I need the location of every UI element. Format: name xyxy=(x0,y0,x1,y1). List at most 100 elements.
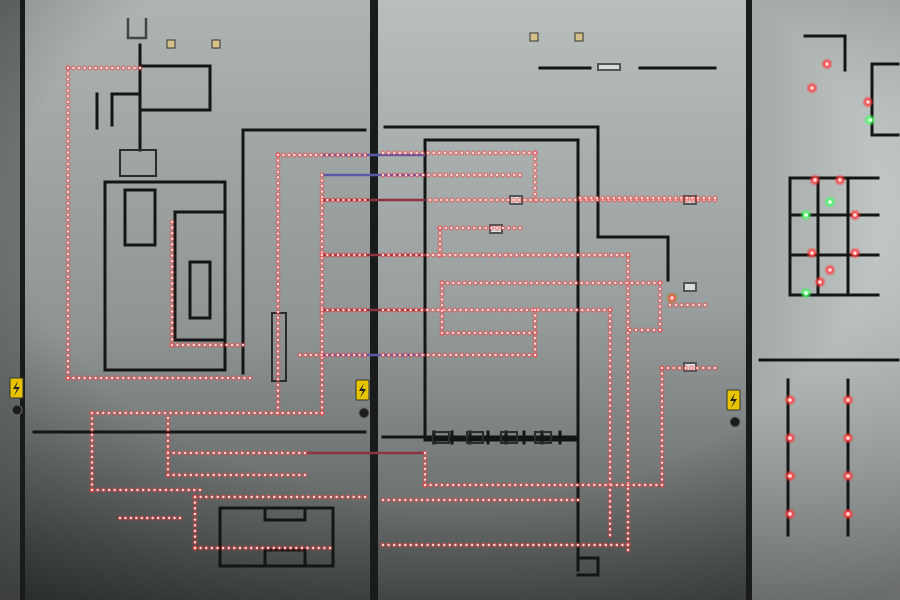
led-dot xyxy=(612,196,615,200)
led-dot xyxy=(504,253,507,257)
led-dot xyxy=(320,201,324,204)
led-dot xyxy=(283,546,287,550)
led-dot xyxy=(141,411,144,415)
led-dot xyxy=(467,198,471,202)
led-dot xyxy=(398,353,402,357)
led-dot xyxy=(443,543,446,547)
led-dot xyxy=(487,543,490,547)
led-dot xyxy=(495,173,499,177)
led-dot xyxy=(403,308,407,312)
lightning-warning-icon xyxy=(9,377,24,399)
led-dot xyxy=(166,433,170,437)
led-dot xyxy=(276,305,280,308)
led-dot xyxy=(320,356,324,359)
led-dot xyxy=(170,338,174,341)
led-dot xyxy=(680,196,683,200)
led-dot xyxy=(533,175,537,178)
led-dot xyxy=(460,353,464,357)
led-dot xyxy=(166,416,170,420)
status-lamps xyxy=(666,58,876,520)
led-dot xyxy=(474,281,477,285)
led-dot xyxy=(485,281,488,285)
led-dot xyxy=(557,198,560,202)
led-dot xyxy=(409,498,413,502)
led-dot xyxy=(205,546,208,550)
led-dot xyxy=(66,314,70,318)
led-dot xyxy=(626,454,630,457)
led-dot xyxy=(626,387,630,390)
led-dot xyxy=(237,376,241,380)
led-dot xyxy=(459,253,463,257)
led-dot xyxy=(462,331,466,335)
led-dot xyxy=(241,473,244,477)
led-dot xyxy=(619,281,623,285)
led-dot xyxy=(519,483,523,487)
led-dot xyxy=(304,353,307,357)
led-dot xyxy=(363,153,367,157)
led-dot xyxy=(626,370,630,374)
led-dot xyxy=(660,444,664,448)
led-dot xyxy=(66,365,70,368)
led-dot xyxy=(323,546,326,550)
led-dot xyxy=(363,308,367,312)
led-dot xyxy=(638,483,641,487)
led-dot xyxy=(320,350,324,354)
led-dot xyxy=(558,281,561,285)
led-dot xyxy=(96,411,99,415)
led-dot xyxy=(178,516,182,520)
led-dot xyxy=(181,488,185,492)
led-dot xyxy=(276,170,280,174)
led-dot xyxy=(581,308,584,312)
led-dot xyxy=(626,320,630,323)
led-dot xyxy=(341,495,344,499)
led-dot xyxy=(320,353,323,357)
led-dot xyxy=(678,366,681,370)
led-dot xyxy=(381,498,385,502)
led-dot xyxy=(608,443,612,447)
led-dot xyxy=(306,546,309,550)
led-dot xyxy=(263,473,267,477)
led-dot xyxy=(626,448,630,452)
led-dot xyxy=(438,173,442,177)
led-dot xyxy=(426,151,430,155)
led-dot xyxy=(276,344,280,347)
status-lamp-core xyxy=(788,398,792,402)
led-dot xyxy=(602,281,606,285)
led-dot xyxy=(490,226,493,230)
led-dot xyxy=(206,451,210,455)
led-dot xyxy=(252,451,255,455)
led-dot xyxy=(166,428,170,431)
led-dot xyxy=(83,66,86,70)
led-dot xyxy=(478,226,482,230)
led-dot xyxy=(534,198,538,202)
led-dot xyxy=(320,240,324,243)
led-dot xyxy=(461,173,465,177)
led-dot xyxy=(621,253,624,257)
led-dot xyxy=(358,198,361,202)
led-dot xyxy=(702,366,705,370)
led-dot xyxy=(276,383,280,387)
led-dot xyxy=(276,165,280,168)
led-dot xyxy=(276,209,280,213)
led-dot xyxy=(624,198,627,202)
led-dot xyxy=(342,353,345,357)
led-dot xyxy=(66,292,70,295)
led-dot xyxy=(102,411,105,415)
led-dot xyxy=(324,495,327,499)
led-dot xyxy=(440,331,444,335)
led-dot xyxy=(660,416,664,420)
status-lamp-core xyxy=(853,213,857,217)
led-dot xyxy=(170,276,174,280)
led-dot xyxy=(166,473,170,477)
led-dot xyxy=(674,198,678,202)
led-dot xyxy=(212,473,215,477)
led-dot xyxy=(606,196,610,200)
led-dot xyxy=(565,543,568,547)
led-dot xyxy=(652,198,655,202)
led-dot xyxy=(172,473,175,477)
led-dot xyxy=(621,483,624,487)
led-dot xyxy=(521,253,524,257)
led-dot xyxy=(536,483,540,487)
led-dot xyxy=(570,308,573,312)
led-dot xyxy=(336,153,340,157)
